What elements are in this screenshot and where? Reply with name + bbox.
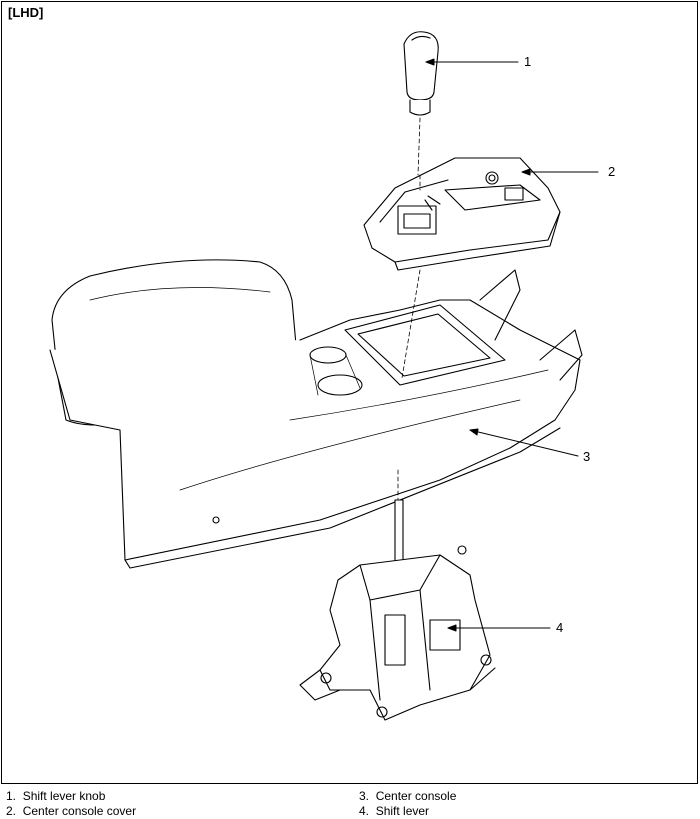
leader-line-3 <box>469 429 579 457</box>
legend-item-4: 4. Shift lever <box>359 804 430 818</box>
callout-3: 3 <box>583 449 590 464</box>
diagram-tag: [LHD] <box>8 5 44 20</box>
center-console-cover-part <box>363 157 561 271</box>
legend-item-1: 1. Shift lever knob <box>6 789 106 803</box>
shift-lever-knob-part <box>403 31 439 176</box>
legend-item-2: 2. Center console cover <box>6 804 137 818</box>
callout-1: 1 <box>524 54 531 69</box>
exploded-view-drawing: 1 2 3 4 <box>49 31 615 721</box>
shift-lever-part <box>299 469 496 721</box>
callout-4: 4 <box>556 620 563 635</box>
diagram-frame <box>1 1 698 784</box>
center-console-part <box>49 259 583 569</box>
leader-lines <box>425 58 599 632</box>
legend-item-3: 3. Center console <box>359 789 457 803</box>
callout-2: 2 <box>608 164 615 179</box>
